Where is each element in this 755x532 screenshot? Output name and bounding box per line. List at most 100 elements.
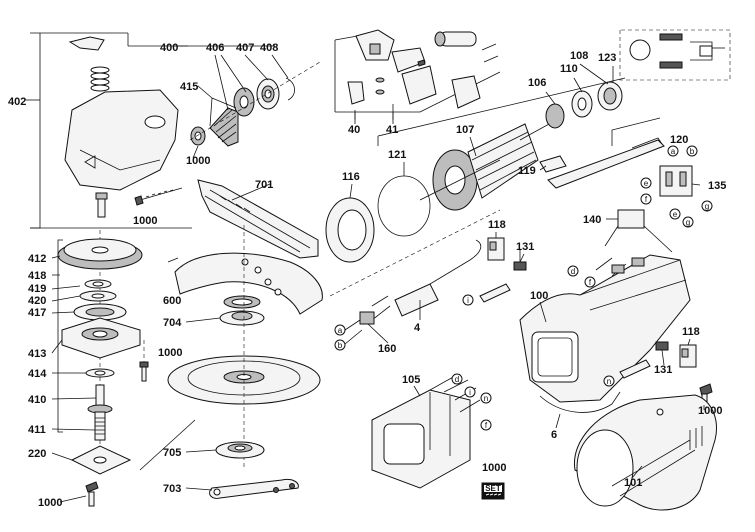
svg-text:f: f [589, 278, 592, 287]
svg-text:d: d [571, 267, 575, 276]
label-704: 704 [163, 317, 182, 329]
svg-text:g: g [705, 202, 709, 211]
label-121: 121 [388, 149, 406, 161]
field-group [329, 209, 717, 511]
svg-text:i: i [467, 296, 469, 305]
label-418: 418 [28, 270, 46, 282]
label-120: 120 [670, 134, 688, 146]
label-417: 417 [28, 307, 46, 319]
label-110: 110 [560, 63, 578, 75]
label-1000-e: 1000 [698, 405, 722, 417]
o-ring-121 [377, 175, 431, 237]
marker-b1: b [686, 145, 698, 157]
label-100: 100 [530, 290, 548, 302]
wiring-group [344, 209, 713, 413]
label-105: 105 [402, 374, 420, 386]
label-119: 119 [518, 165, 536, 177]
flange-screw [139, 340, 149, 382]
leader-lines [26, 45, 705, 503]
label-420: 420 [28, 295, 46, 307]
marker-f3: f [480, 419, 492, 431]
marker-f2: f [584, 276, 596, 288]
svg-text:n: n [607, 377, 611, 386]
part-407 [256, 78, 280, 110]
tool-set-icon: SET [481, 482, 505, 500]
spiral-pinion [209, 107, 239, 147]
svg-text:a: a [671, 147, 676, 156]
svg-text:b: b [338, 341, 343, 350]
label-101: 101 [624, 477, 642, 489]
rear-housing-101 [573, 394, 717, 511]
label-131-a: 131 [516, 241, 534, 253]
motor-housing-100 [519, 254, 691, 403]
armature-group [325, 77, 626, 263]
marker-i2: i [464, 386, 476, 398]
bottom-screw [85, 481, 99, 507]
label-410: 410 [28, 394, 46, 406]
wheel-guard [174, 252, 323, 315]
switch-slider-120 [547, 139, 665, 189]
pin-screw [95, 192, 108, 218]
armature-107 [419, 117, 561, 211]
label-406: 406 [206, 42, 224, 54]
svg-text:f: f [485, 421, 488, 430]
label-1000-c: 1000 [158, 347, 182, 359]
label-140: 140 [583, 214, 601, 226]
label-703: 703 [163, 483, 181, 495]
label-414: 414 [28, 368, 47, 380]
label-106: 106 [528, 77, 546, 89]
label-413: 413 [28, 348, 46, 360]
label-1000-b: 1000 [133, 215, 157, 227]
spindle-shaft [95, 384, 105, 408]
label-40: 40 [348, 124, 360, 136]
label-118-b: 118 [682, 326, 700, 338]
marker-a2: a [334, 324, 346, 336]
svg-text:n: n [484, 394, 488, 403]
housing-screw [134, 187, 183, 206]
switch-group [334, 29, 501, 120]
marker-n2: n [480, 392, 492, 404]
label-408: 408 [260, 42, 278, 54]
marker-d1: d [567, 265, 579, 277]
cover-cap [68, 36, 105, 51]
marker-e2: e [669, 208, 681, 220]
svg-text:f: f [645, 195, 648, 204]
marker-g2: g [682, 216, 694, 228]
svg-text:e: e [673, 210, 678, 219]
label-135: 135 [708, 180, 726, 192]
label-116: 116 [342, 171, 360, 183]
main-switch [659, 165, 693, 197]
marker-b2: b [334, 339, 346, 351]
label-412: 412 [28, 253, 46, 265]
marker-f1: f [640, 193, 652, 205]
label-131-b: 131 [654, 364, 672, 376]
label-1000-a: 1000 [186, 155, 210, 167]
spanner [209, 479, 299, 499]
label-4: 4 [414, 322, 421, 334]
label-220: 220 [28, 448, 46, 460]
lock-button-119 [539, 155, 567, 173]
marker-n1: n [603, 375, 615, 387]
svg-text:a: a [338, 326, 343, 335]
switch-bar-group [539, 117, 693, 197]
carbon-brush-131-right [655, 341, 669, 351]
guard-handle-group [139, 179, 323, 499]
label-1000-f: 1000 [482, 462, 506, 474]
spindle-group [57, 230, 149, 507]
label-107: 107 [456, 124, 474, 136]
label-6: 6 [551, 429, 557, 441]
marker-e1: e [640, 177, 652, 189]
svg-text:b: b [690, 147, 695, 156]
cord-clamp-160 [359, 311, 375, 325]
label-402: 402 [8, 96, 26, 108]
svg-text:d: d [455, 375, 459, 384]
power-cord [394, 283, 439, 317]
svg-text:e: e [644, 179, 649, 188]
label-108: 108 [570, 50, 588, 62]
side-handle [197, 179, 319, 259]
spring [90, 66, 110, 92]
label-123: 123 [598, 52, 616, 64]
label-118-a: 118 [488, 219, 506, 231]
label-160: 160 [378, 343, 396, 355]
